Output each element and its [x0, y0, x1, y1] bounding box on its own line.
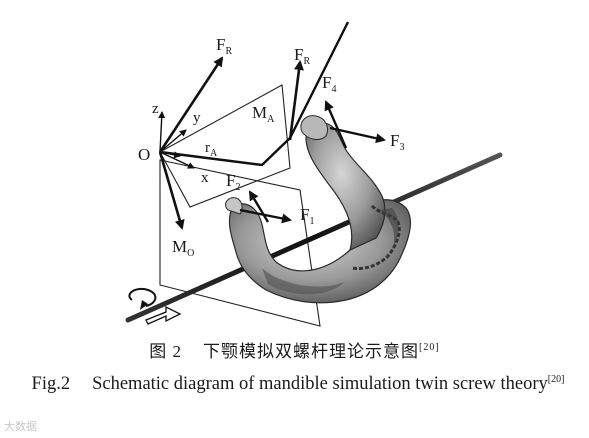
caption-en-title: Schematic diagram of mandible simulation… [92, 374, 548, 394]
label-F1: F1 [300, 205, 314, 227]
axis-x [159, 151, 195, 169]
caption-en-ref: [20] [547, 374, 565, 385]
watermark-logo: 大数据 [4, 418, 37, 434]
vector-rA [159, 151, 181, 159]
caption-english: Fig.2 Schematic diagram of mandible simul… [18, 372, 578, 397]
plane-upper [159, 84, 291, 208]
force-F2 [248, 190, 270, 223]
caption-en-prefix: Fig.2 [31, 374, 71, 394]
label-F3: F3 [390, 131, 404, 153]
axis-y [159, 129, 187, 153]
mandible-model [225, 115, 411, 304]
label-MA: MA [252, 103, 275, 125]
schematic-diagram: O z y x FR FR MA rA MO F1 F2 F3 F4 [125, 21, 503, 327]
axis-z-label: z [152, 101, 159, 117]
origin-label: O [138, 145, 150, 164]
screw-axis-lower [125, 152, 503, 323]
vector-FR-left [158, 56, 224, 153]
watermark-text: 大数据 [4, 420, 37, 433]
rotation-arrow-icon [128, 288, 157, 310]
caption-cn-ref: [20] [419, 342, 440, 353]
translation-arrow-icon [145, 305, 182, 325]
label-F2: F2 [226, 171, 240, 193]
axis-y-label: y [193, 110, 201, 126]
force-F4 [324, 100, 348, 149]
axis-z [158, 111, 166, 153]
label-F4: F4 [322, 73, 336, 95]
screw-axis-upper [159, 21, 350, 167]
caption-chinese: 图 2 下颚模拟双螺杆理论示意图[20] [0, 341, 589, 363]
label-MO: MO [172, 237, 194, 259]
vector-FR-right [261, 60, 304, 166]
label-FR-left: FR [216, 35, 232, 57]
axis-x-label: x [201, 170, 209, 186]
label-rA: rA [205, 140, 218, 159]
plane-lower [159, 159, 321, 327]
vector-MO [158, 151, 185, 230]
caption-cn-title: 下颚模拟双螺杆理论示意图 [203, 342, 420, 361]
caption-cn-prefix: 图 2 [149, 342, 183, 361]
label-FR-right: FR [294, 45, 310, 67]
